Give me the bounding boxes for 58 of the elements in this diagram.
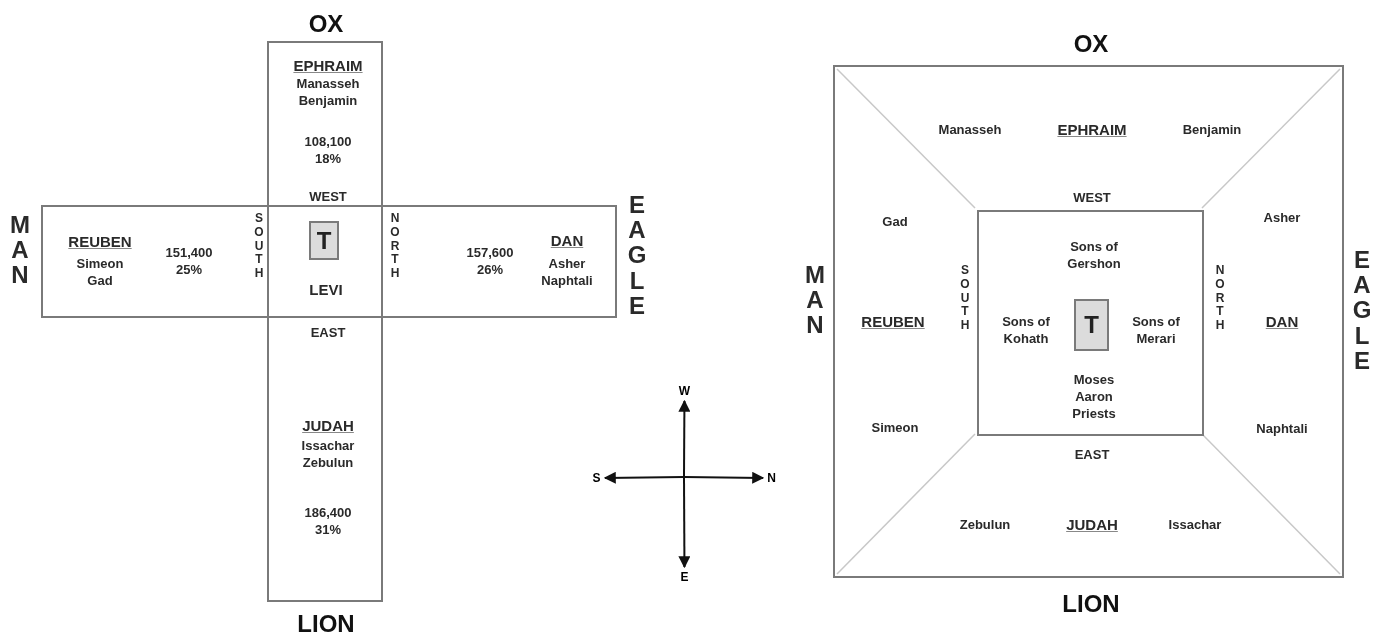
- tribe-heading: EPHRAIM: [292, 56, 364, 76]
- creature-label: OX: [1072, 29, 1110, 59]
- creature-label: EAGLE: [626, 192, 648, 318]
- levite-square: [977, 210, 1204, 436]
- camp-text: WEST: [1072, 190, 1112, 207]
- compass-arrow: [678, 476, 691, 569]
- cross-arm-horizontal: [41, 205, 617, 318]
- creature-label: MAN: [9, 212, 31, 288]
- tribe-label: LEVI: [308, 280, 344, 300]
- camp-text: Manasseh Benjamin: [295, 76, 361, 110]
- creature-label: LION: [1061, 589, 1121, 619]
- camp-text: 157,600 26%: [465, 245, 515, 279]
- camp-text: Benjamin: [1181, 122, 1243, 139]
- tribe-heading: JUDAH: [1065, 515, 1119, 535]
- camp-text: 108,100 18%: [303, 134, 353, 168]
- tribe-heading: REUBEN: [67, 232, 133, 252]
- creature-label: LION: [296, 609, 356, 639]
- tabernacle-box: T: [1074, 299, 1109, 351]
- creature-label: OX: [307, 9, 345, 39]
- compass-letter: W: [678, 383, 691, 399]
- direction-label: NORTH: [1214, 264, 1226, 333]
- direction-label: SOUTH: [253, 212, 265, 281]
- camp-text: Asher Naphtali: [540, 256, 594, 290]
- tribe-heading: JUDAH: [301, 416, 355, 436]
- compass-letter: E: [678, 569, 691, 585]
- creature-label: MAN: [804, 262, 826, 338]
- camp-text: WEST: [308, 189, 348, 206]
- compass-arrow: [678, 399, 691, 478]
- tribe-heading: DAN: [1264, 312, 1300, 332]
- camp-text: 186,400 31%: [303, 505, 353, 539]
- compass-arrow: [683, 471, 765, 484]
- camp-text: EAST: [1073, 447, 1111, 464]
- camp-text: Asher: [1262, 210, 1302, 227]
- cross-arm-vertical: [267, 41, 383, 602]
- compass-letter: N: [765, 470, 778, 486]
- compass-arrow: [603, 471, 685, 484]
- camp-text: 151,400 25%: [164, 245, 214, 279]
- camp-text: Manasseh: [937, 122, 1003, 139]
- camp-text: Simeon Gad: [75, 256, 125, 290]
- tribe-heading: REUBEN: [860, 312, 926, 332]
- direction-label: SOUTH: [959, 264, 971, 333]
- camp-text: Sons of Gershon: [1066, 239, 1122, 273]
- direction-label: NORTH: [389, 212, 401, 281]
- camp-text: Zebulun: [958, 517, 1012, 534]
- tribe-heading: EPHRAIM: [1056, 120, 1128, 140]
- camp-text: Naphtali: [1255, 421, 1309, 438]
- camp-text: Issachar: [1167, 517, 1223, 534]
- camp-text: EAST: [309, 325, 347, 342]
- camp-text: Moses Aaron Priests: [1071, 372, 1117, 423]
- compass-letter: S: [590, 470, 603, 486]
- tribe-heading: DAN: [549, 231, 585, 251]
- camp-text: Sons of Kohath: [1001, 314, 1051, 348]
- creature-label: EAGLE: [1351, 247, 1373, 373]
- camp-text: Issachar Zebulun: [300, 438, 356, 472]
- camp-text: Simeon: [870, 420, 920, 437]
- camp-text: Sons of Merari: [1131, 314, 1181, 348]
- camp-text: Gad: [881, 214, 909, 231]
- tabernacle-box: T: [309, 221, 339, 260]
